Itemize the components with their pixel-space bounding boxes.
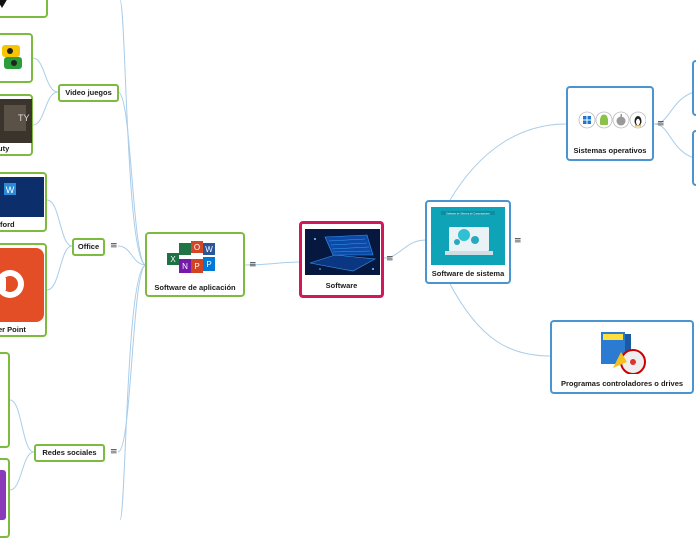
word-label: ford (0, 220, 15, 229)
leaf-node-top[interactable] (0, 0, 48, 18)
system-image-caption: Software de Sistema de Computadores (446, 213, 490, 216)
svg-text:X: X (170, 255, 176, 264)
svg-text:W: W (205, 245, 213, 254)
svg-text:TY: TY (18, 113, 30, 123)
connector-app-games (117, 91, 147, 266)
os-menu-icon[interactable]: ≡ (657, 119, 665, 129)
connector-app-top (119, 0, 147, 266)
powerpoint-label: er Point (0, 325, 26, 334)
office-apps-image: X O W N P P (167, 241, 215, 273)
system-software-image: Software de Sistema de Computadores (431, 207, 505, 265)
root-menu-icon[interactable]: ≡ (386, 254, 394, 264)
connector-system-os (449, 123, 567, 201)
root-node-software[interactable]: Software (299, 221, 384, 298)
connector-social-item2 (9, 451, 35, 491)
system-label: Software de sistema (431, 269, 505, 278)
connector-system-drivers (449, 283, 551, 357)
connector-app-social (117, 264, 147, 453)
connector-root-system (383, 239, 427, 259)
game-logo-image (2, 45, 22, 69)
connector-lines (9, 0, 695, 520)
application-menu-icon[interactable]: ≡ (249, 260, 257, 270)
os-icons (578, 111, 647, 129)
word-image: W (0, 177, 44, 217)
node-software-de-aplicacion[interactable]: X O W N P P Software de aplicación (145, 232, 245, 297)
connector-office-item2 (46, 245, 73, 291)
connector-games-item2 (32, 91, 59, 126)
svg-text:W: W (6, 185, 15, 195)
application-label: Software de aplicación (154, 283, 236, 292)
os-child-node-1[interactable] (692, 60, 696, 116)
os-icons-row (578, 110, 647, 130)
leaf-node-office-word[interactable]: W ford (0, 172, 47, 232)
powerpoint-image (0, 248, 44, 322)
system-menu-icon[interactable]: ≡ (514, 236, 522, 246)
connector-games-item1 (32, 57, 59, 93)
connector-root-application (244, 261, 301, 266)
node-programas-controladores[interactable]: Programas controladores o drives (550, 320, 694, 394)
node-software-de-sistema[interactable]: Software de Sistema de Computadores Soft… (425, 200, 511, 284)
connector-os-child2 (653, 123, 695, 159)
social-menu-icon[interactable]: ≡ (110, 447, 118, 457)
heart-icon (0, 0, 8, 8)
connector-social-item1 (9, 399, 35, 453)
android-icon (595, 111, 613, 129)
root-label: Software (325, 281, 358, 290)
game-cover-image: TY (0, 99, 32, 143)
leaf-node-game-1[interactable] (0, 33, 33, 83)
leaf-node-social-1[interactable] (0, 352, 10, 448)
os-label: Sistemas operativos (573, 146, 647, 155)
connector-app-office (117, 245, 147, 266)
software-image (305, 229, 380, 275)
svg-text:N: N (182, 262, 188, 271)
office-menu-icon[interactable]: ≡ (110, 241, 118, 251)
os-child-node-2[interactable] (692, 130, 696, 186)
leaf-node-game-2[interactable]: TY uty (0, 94, 33, 156)
svg-text:P: P (206, 260, 211, 269)
connector-app-bottom (119, 264, 147, 520)
node-redes-sociales[interactable]: Redes sociales (34, 444, 105, 462)
svg-text:O: O (194, 243, 200, 252)
drivers-image (601, 332, 646, 374)
apple-icon (612, 111, 630, 129)
node-video-juegos[interactable]: Video juegos (58, 84, 119, 102)
game-2-label: uty (0, 144, 10, 153)
svg-text:P: P (194, 262, 199, 271)
connector-office-item1 (46, 199, 73, 247)
drivers-label: Programas controladores o drives (560, 379, 684, 388)
leaf-node-office-powerpoint[interactable]: er Point (0, 243, 47, 337)
node-office[interactable]: Office (72, 238, 105, 256)
linux-icon (629, 111, 647, 129)
leaf-node-social-2[interactable] (0, 458, 10, 538)
connector-os-child1 (653, 91, 695, 125)
windows-icon (578, 111, 596, 129)
social-app-image (0, 470, 6, 520)
node-sistemas-operativos[interactable]: Sistemas operativos (566, 86, 654, 161)
